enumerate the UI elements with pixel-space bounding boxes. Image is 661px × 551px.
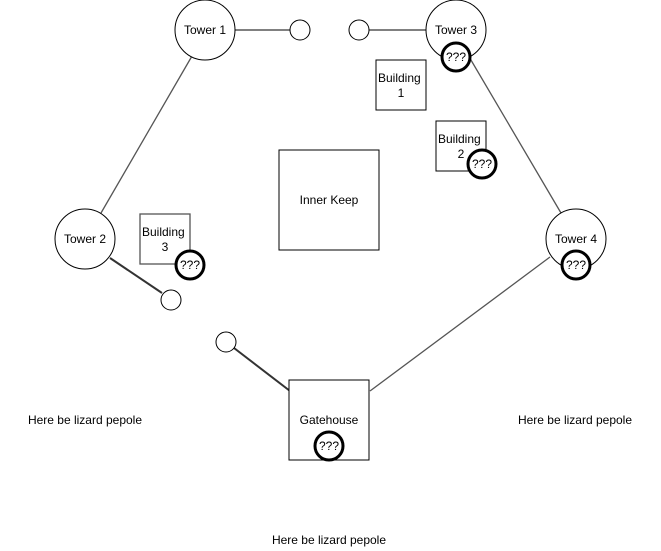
gatehouse-label: Gatehouse (300, 413, 359, 427)
note-right: Here be lizard pepole (518, 413, 632, 427)
inner-keep (278, 149, 380, 251)
unknown-marker-building2 (466, 148, 498, 180)
wall-end-node (160, 289, 182, 311)
building-2-label-line2: 2 (458, 147, 465, 161)
unknown-marker-building3 (174, 249, 206, 281)
building-3-label-line2: 3 (162, 240, 169, 254)
building-3-label-line1: Building (142, 225, 185, 239)
wall-tower4-to-gatehouse (369, 256, 551, 392)
building-1-label-line1: Building (378, 71, 421, 85)
unknown-marker-tower3 (440, 41, 472, 73)
unknown-marker-building3-text: ??? (180, 258, 200, 272)
building-1 (375, 59, 427, 111)
tower-2-label: Tower 2 (64, 232, 106, 246)
building-2-label-line1: Building (438, 132, 481, 146)
wall-end-node (289, 19, 311, 41)
unknown-marker-tower4-text: ??? (566, 258, 586, 272)
tower-1-label: Tower 1 (184, 23, 226, 37)
tower-4-label: Tower 4 (555, 232, 597, 246)
unknown-marker-gatehouse-text: ??? (319, 439, 339, 453)
inner-keep-label: Inner Keep (300, 193, 359, 207)
note-left: Here be lizard pepole (28, 413, 142, 427)
building-1-label: Building 1 (378, 71, 424, 100)
unknown-marker-tower3-text: ??? (446, 50, 466, 64)
wall-wall-end-to-gatehouse (233, 347, 291, 392)
wall-tower2-to-wall-end (109, 257, 163, 294)
wall-tower1-to-tower2 (100, 55, 193, 214)
tower-1 (174, 0, 236, 61)
wall-end-node (215, 331, 237, 353)
building-3-label: Building 3 (142, 225, 188, 254)
wall-end-node (348, 19, 370, 41)
wall-tower3-to-tower4 (467, 54, 562, 214)
building-2-label: Building 2 (438, 132, 484, 161)
building-1-label-line2: 1 (398, 86, 405, 100)
unknown-marker-building2-text: ??? (472, 157, 492, 171)
unknown-marker-gatehouse (313, 430, 345, 462)
unknown-marker-tower4 (560, 249, 592, 281)
tower-2 (54, 208, 116, 270)
note-bottom: Here be lizard pepole (272, 533, 386, 547)
tower-3-label: Tower 3 (435, 23, 477, 37)
